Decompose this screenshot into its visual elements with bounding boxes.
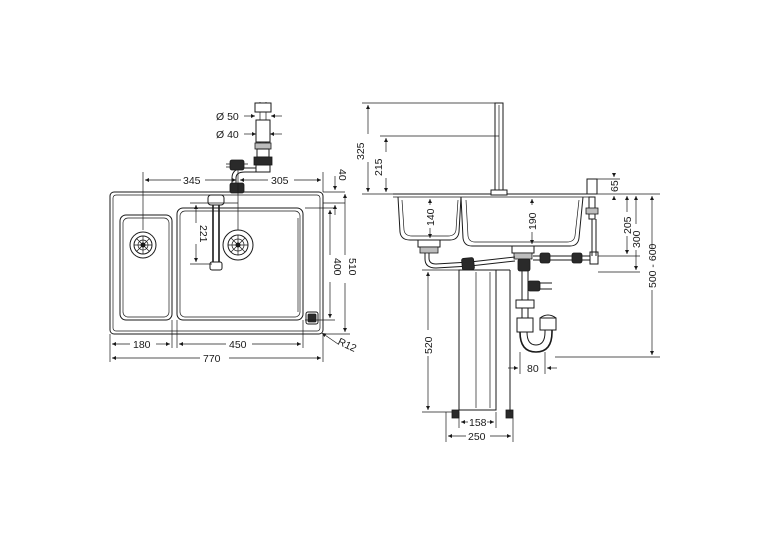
- dim-215: 215: [373, 158, 385, 176]
- dim-500-600: 500 - 600: [647, 243, 659, 288]
- dim-205: 205: [622, 216, 634, 234]
- dim-dia50: Ø 50: [216, 111, 239, 123]
- dim-221: 221: [197, 225, 209, 243]
- faucet-side-view: [490, 102, 508, 196]
- dim-r12: R12: [336, 336, 359, 355]
- dim-325: 325: [355, 142, 367, 160]
- dim-520: 520: [423, 336, 435, 354]
- drain-pipe-top: [226, 102, 273, 194]
- dim-300: 300: [631, 230, 643, 248]
- siphon-trap: [515, 258, 557, 353]
- dim-65: 65: [609, 180, 621, 192]
- dim-345: 345: [183, 175, 201, 187]
- dim-40: 40: [336, 169, 348, 181]
- dim-450: 450: [229, 339, 247, 351]
- dim-140: 140: [425, 208, 437, 226]
- cabinet-support: [451, 269, 514, 419]
- dim-80: 80: [527, 363, 539, 375]
- dim-190: 190: [527, 212, 539, 230]
- sink-outline: [109, 191, 324, 335]
- faucet-top-view: [207, 194, 225, 271]
- control-knob: [586, 178, 598, 195]
- dim-dia40: Ø 40: [216, 129, 239, 141]
- large-drain-icon: [222, 229, 254, 261]
- dim-305: 305: [271, 175, 289, 187]
- side-view: 325 215 140 190 65 205 300 500: [355, 102, 660, 443]
- dim-400: 400: [331, 258, 343, 276]
- small-bowl: [119, 214, 173, 321]
- dim-510: 510: [346, 258, 358, 276]
- dim-770: 770: [203, 353, 221, 365]
- dim-250: 250: [468, 431, 486, 443]
- large-bowl-side: [460, 196, 584, 247]
- top-view: Ø 50 Ø 40 345 305 40 221 400: [109, 102, 359, 365]
- dim-158: 158: [469, 417, 487, 429]
- small-drain-icon: [129, 231, 157, 259]
- large-bowl: [176, 207, 304, 321]
- dim-180: 180: [133, 339, 151, 351]
